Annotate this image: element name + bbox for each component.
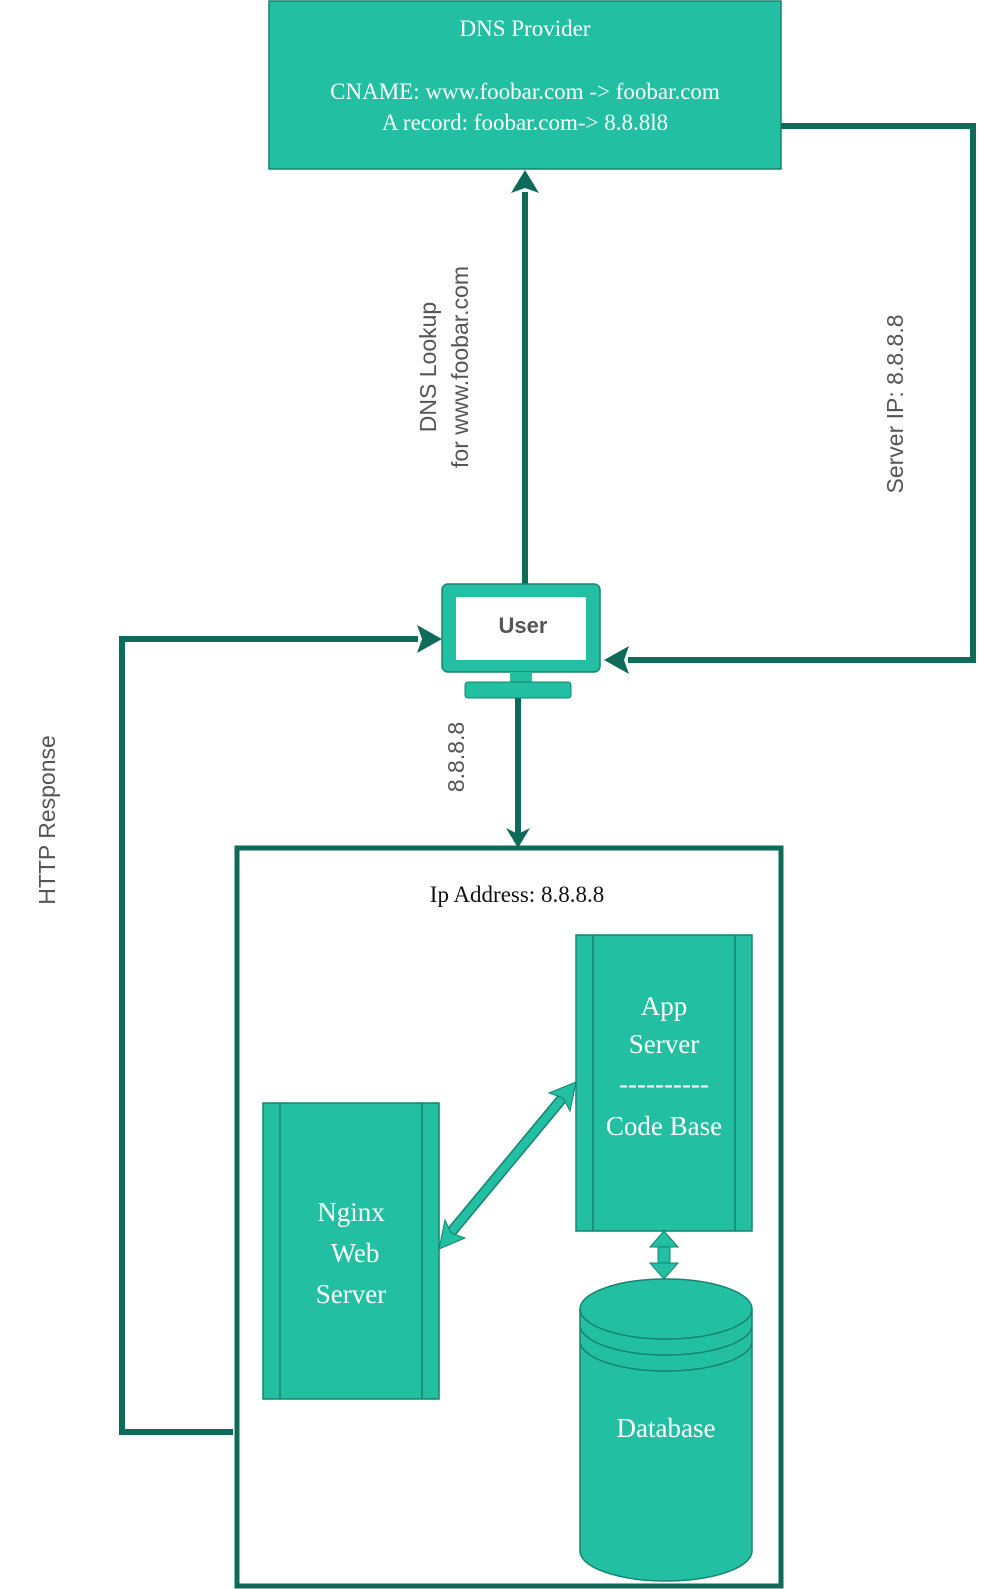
nginx-label-line1: Nginx [317,1197,385,1227]
user-label: User [499,613,548,638]
nginx-app-connector [438,1081,577,1250]
nginx-label-line2: Web [331,1238,380,1268]
server-ip-label: Server IP: 8.8.8.8 [882,315,908,494]
ip-request-arrow [506,698,530,848]
database-node: Database [579,1278,753,1582]
nginx-node: Nginx Web Server [262,1102,440,1400]
app-database-connector [648,1230,680,1280]
dns-cname-record: CNAME: www.foobar.com -> foobar.com [330,79,720,104]
http-response-arrow [119,625,442,1435]
dns-provider-title: DNS Provider [460,16,591,41]
server-container: Ip Address: 8.8.8.8 [234,845,784,1589]
user-node: User [441,583,601,699]
database-label: Database [617,1413,716,1443]
dns-lookup-label: DNS Lookup [415,302,441,432]
app-server-label-line1: App [641,991,688,1021]
ip-request-label: 8.8.8.8 [443,722,469,792]
nginx-label-line3: Server [316,1279,386,1309]
monitor-icon [441,583,601,699]
server-ip-arrow [604,123,976,674]
app-server-label-line3: Code Base [606,1111,722,1141]
app-server-label-line2: Server [629,1029,699,1059]
http-response-label: HTTP Response [34,735,60,905]
dns-a-record: A record: foobar.com-> 8.8.8l8 [382,110,668,135]
app-server-separator: ---------- [619,1069,709,1099]
dns-lookup-arrow [511,170,539,584]
dns-provider-node: DNS Provider CNAME: www.foobar.com -> fo… [268,0,782,170]
dns-lookup-target-label: for www.foobar.com [447,266,473,468]
server-ip-address: Ip Address: 8.8.8.8 [430,882,604,907]
app-server-node: App Server ---------- Code Base [575,934,753,1232]
